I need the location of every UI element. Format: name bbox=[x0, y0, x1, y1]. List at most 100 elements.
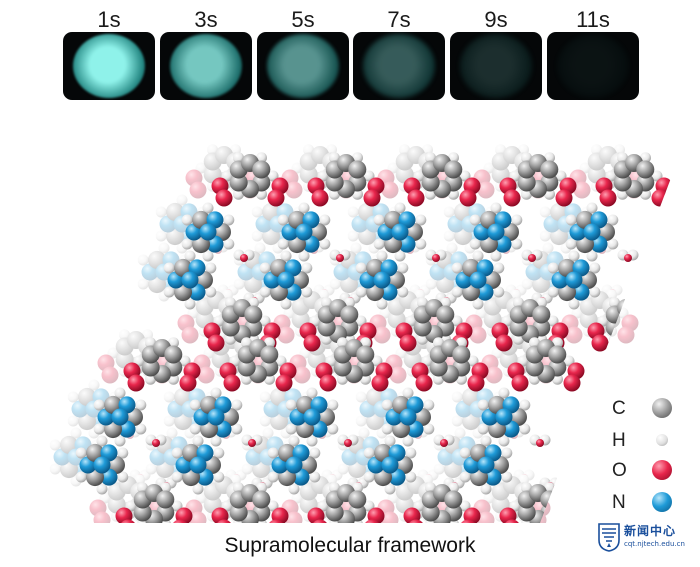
oxygen-atom bbox=[469, 326, 487, 344]
hydrogen-atom bbox=[259, 262, 271, 274]
figure-caption: Supramolecular framework bbox=[224, 534, 476, 557]
emission-spot bbox=[170, 34, 242, 98]
oxygen-atom bbox=[189, 511, 207, 523]
hydrogen-atom bbox=[373, 214, 385, 226]
hydrogen-atom bbox=[319, 214, 331, 226]
oxygen-atom bbox=[643, 334, 661, 352]
carbon-atom bbox=[133, 503, 152, 522]
hydrogen-atom bbox=[547, 262, 559, 274]
oxygen-atom bbox=[197, 366, 215, 384]
hydrogen-atom bbox=[363, 447, 375, 459]
nitrogen-atom bbox=[583, 223, 601, 241]
carbon-atom bbox=[517, 503, 536, 522]
hydrogen-atom bbox=[501, 471, 513, 483]
hydrogen-atom bbox=[399, 144, 410, 156]
carbon-atom bbox=[452, 345, 471, 364]
afterglow-photo bbox=[353, 32, 445, 100]
hydrogen-atom bbox=[137, 278, 149, 290]
carbon-atom bbox=[532, 305, 551, 324]
hydrogen-atom bbox=[262, 427, 274, 439]
nitrogen-atom bbox=[399, 408, 417, 426]
hydrogen-atom bbox=[171, 471, 183, 483]
hydrogen-atom bbox=[241, 373, 252, 385]
nitrogen-atom bbox=[93, 456, 111, 474]
oxygen-atom bbox=[93, 511, 111, 523]
hydrogen-atom bbox=[231, 399, 243, 411]
hydrogen-atom bbox=[347, 206, 359, 218]
oxygen-atom bbox=[503, 189, 521, 207]
carbon-atom bbox=[348, 160, 367, 179]
water-molecule bbox=[627, 292, 649, 305]
hydrogen-atom bbox=[329, 278, 341, 290]
frame-6: 11s bbox=[547, 0, 639, 100]
hydrogen-atom bbox=[521, 518, 532, 523]
hydrogen-atom bbox=[552, 337, 563, 349]
hydrogen-atom bbox=[405, 447, 417, 459]
hydrogen-atom bbox=[93, 399, 105, 411]
frame-3: 5s bbox=[257, 0, 349, 100]
carbon-atom bbox=[356, 345, 375, 364]
emission-spot bbox=[73, 34, 145, 98]
hydrogen-atom bbox=[256, 482, 267, 494]
oxygen-atom bbox=[223, 374, 241, 392]
hydrogen-atom bbox=[327, 423, 339, 435]
hydrogen-atom bbox=[264, 373, 275, 385]
afterglow-time-series: 1s 3s 5s 7s 9s 11s bbox=[0, 0, 700, 110]
oxygen-atom bbox=[565, 326, 583, 344]
triazine-molecule bbox=[547, 250, 601, 310]
hydrogen-atom bbox=[117, 447, 129, 459]
hydrogen-atom bbox=[498, 435, 510, 447]
hydrogen-atom bbox=[135, 399, 147, 411]
hydrogen-atom bbox=[114, 387, 126, 399]
carbon-atom bbox=[436, 305, 455, 324]
hydrogen-atom bbox=[189, 399, 201, 411]
oxygen-atom bbox=[275, 374, 293, 392]
hydrogen-atom bbox=[469, 214, 481, 226]
triazine-molecule bbox=[189, 387, 243, 447]
hydrogen-atom bbox=[285, 423, 297, 435]
triazine-molecule bbox=[381, 387, 435, 447]
hydrogen-atom bbox=[607, 214, 619, 226]
hydrogen-atom bbox=[352, 188, 363, 200]
hydrogen-atom bbox=[277, 238, 289, 250]
hydrogen-atom bbox=[210, 387, 222, 399]
hydrogen-atom bbox=[373, 238, 385, 250]
carboxylate-molecule bbox=[203, 297, 281, 352]
carbon-atom bbox=[509, 318, 528, 337]
hydrogen-atom bbox=[480, 435, 492, 447]
carbon-atom bbox=[325, 173, 344, 192]
hydrogen-atom bbox=[355, 286, 367, 298]
triazine-molecule bbox=[469, 202, 523, 262]
hydrogen-atom bbox=[640, 152, 651, 164]
oxygen-sphere-icon bbox=[652, 460, 672, 480]
hydrogen-atom bbox=[519, 423, 531, 435]
hydrogen-atom bbox=[384, 435, 396, 447]
hydrogen-atom bbox=[501, 447, 513, 459]
carbon-atom bbox=[252, 490, 271, 509]
oxygen-atom bbox=[647, 322, 665, 340]
hydrogen-atom bbox=[493, 262, 505, 274]
space-filling-crystal-lattice bbox=[49, 144, 673, 523]
hydrogen-atom bbox=[542, 242, 554, 254]
frame-time-label: 11s bbox=[576, 7, 610, 32]
hydrogen-atom bbox=[280, 298, 292, 310]
oxygen-atom bbox=[127, 374, 145, 392]
hydrogen-atom bbox=[309, 447, 321, 459]
water-molecule bbox=[433, 434, 455, 447]
hydrogen-atom bbox=[280, 250, 292, 262]
hydrogen-atom bbox=[225, 297, 236, 309]
carboxylate-molecule bbox=[499, 152, 577, 207]
hydrogen-atom bbox=[394, 250, 406, 262]
hydrogen-atom bbox=[223, 238, 235, 250]
hydrogen-atom bbox=[88, 379, 100, 391]
hydrogen-atom bbox=[259, 415, 271, 427]
carboxylate-molecule bbox=[411, 337, 489, 392]
nitrogen-atom bbox=[381, 456, 399, 474]
legend-letter: O bbox=[612, 460, 627, 481]
carbon-atom bbox=[237, 358, 256, 377]
hydrogen-atom bbox=[363, 471, 375, 483]
nitrogen-atom bbox=[181, 271, 199, 289]
carboxylate-molecule bbox=[491, 297, 569, 352]
hydrogen-atom bbox=[303, 144, 314, 156]
nitrogen-atom bbox=[495, 408, 513, 426]
